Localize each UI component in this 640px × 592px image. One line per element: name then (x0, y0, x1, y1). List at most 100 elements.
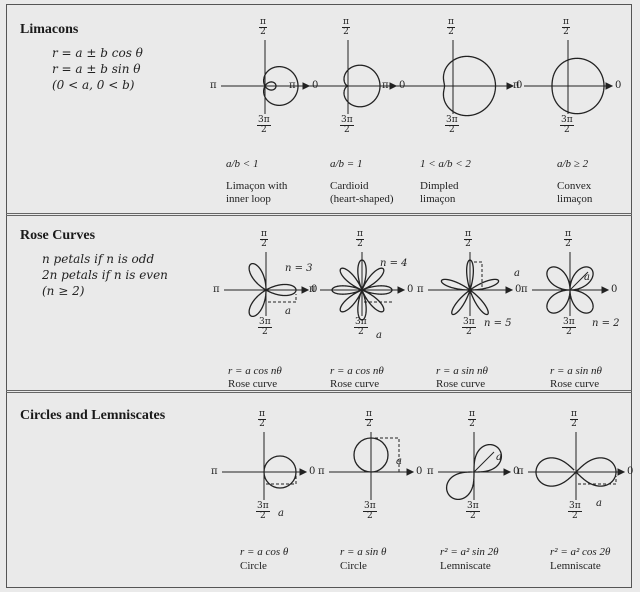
circle-cos-label-right: 0 (309, 466, 316, 477)
limacon-name-line2-4: limaçon (557, 193, 593, 205)
cardioid-curve-0 (343, 64, 381, 108)
limacon-equation-cos: r = a ± b cos θ (52, 46, 143, 60)
lemniscate-sin-marker-0 (473, 451, 495, 473)
rose-n3-arrow-icon (301, 286, 310, 294)
limacon-name-line1-1: Limaçon with (226, 180, 288, 192)
dimpled-limacon-label-right: 0 (516, 80, 523, 91)
circle-sin-label-right: 0 (416, 466, 423, 477)
rose-n5-svg (428, 252, 514, 316)
rose-curves-title: Rose Curves (20, 228, 96, 243)
dimpled-limacon-svg (393, 40, 515, 117)
circle-a-label-4: a (596, 498, 602, 509)
limacon-name-line2-2: (heart-shaped) (330, 193, 394, 205)
section-divider-1 (6, 213, 632, 216)
circle-equation-1: r = a cos θ (240, 546, 289, 558)
circle-equation-3: r² = a² sin 2θ (440, 546, 499, 558)
rose-n2-label-right: 0 (611, 284, 618, 295)
lemniscate-cos-curve-1 (535, 457, 577, 487)
limacon-name-line2-3: limaçon (420, 193, 456, 205)
rose-name-3: Rose curve (436, 378, 486, 390)
rose-a-label-2: a (376, 330, 382, 341)
outer-frame (6, 4, 632, 588)
rose-n-label-4: n = 2 (592, 318, 620, 329)
convex-limacon-svg (524, 40, 614, 115)
lemniscate-cos-arrow-icon (617, 468, 626, 476)
circle-sin-svg (329, 432, 415, 500)
rose-a-label-4: a (584, 272, 590, 283)
rose-n2-arrow-icon (601, 286, 610, 294)
limacon-condition-4: a/b ≥ 2 (557, 158, 589, 170)
circle-sin-marker-0 (375, 437, 400, 472)
rose-n2-label-left: π (521, 284, 528, 295)
rose-equation-3: r = a sin nθ (436, 365, 488, 377)
rose-n-label-2: n = 4 (380, 258, 408, 269)
rose-n3-marker-0 (265, 294, 297, 303)
dimpled-limacon-label-left: π (382, 80, 389, 91)
circle-equation-4: r² = a² cos 2θ (550, 546, 611, 558)
circle-name-4: Lemniscate (550, 560, 601, 572)
rose-n5-label-right: 0 (515, 284, 522, 295)
rose-name-1: Rose curve (228, 378, 278, 390)
circle-a-label-2: a (396, 456, 402, 467)
rose-n4-arrow-icon (397, 286, 406, 294)
lemniscate-sin-arrow-icon (503, 468, 512, 476)
rose-n4-label-left: π (309, 284, 316, 295)
rose-n4-label-right: 0 (407, 284, 414, 295)
limacon-condition-1: a/b < 1 (226, 158, 259, 170)
rose-n4-marker-0 (361, 294, 392, 303)
rose-name-2: Rose curve (330, 378, 380, 390)
limacon-name-line1-2: Cardioid (330, 180, 369, 192)
lemniscate-cos-svg (528, 432, 626, 500)
circle-sin-label-left: π (318, 466, 325, 477)
rose-equation-2: r = a cos nθ (330, 365, 384, 377)
rose-n4-curve-0 (331, 259, 393, 321)
rose-n4-svg (320, 252, 406, 321)
rose-n5-label-left: π (417, 284, 424, 295)
rose-a-label-3: a (514, 268, 520, 279)
circle-name-1: Circle (240, 560, 267, 572)
circle-cos-arrow-icon (299, 468, 308, 476)
circle-sin-curve-0 (353, 437, 389, 473)
circle-cos-label-left: π (211, 466, 218, 477)
section-divider-2 (6, 390, 632, 393)
lemniscate-sin-curve-1 (445, 471, 475, 501)
cardioid-label-left: π (289, 80, 296, 91)
lemniscate-cos-label-left: π (517, 466, 524, 477)
rose-equation-4: r = a sin nθ (550, 365, 602, 377)
rose-name-4: Rose curve (550, 378, 600, 390)
rose-n3-curve-0 (248, 262, 297, 318)
limacon-name-line1-3: Dimpled (420, 180, 459, 192)
lemniscate-sin-curve-0 (473, 443, 503, 473)
rose-rule-odd: n petals if n is odd (42, 252, 155, 266)
convex-limacon-label-left: π (513, 80, 520, 91)
rose-n3-svg (224, 252, 310, 318)
circles-lemniscates-title: Circles and Lemniscates (20, 408, 166, 423)
limacon-name-line1-4: Convex (557, 180, 592, 192)
limacon-inner-loop-curve-0 (262, 65, 299, 107)
dimpled-limacon-arrow-icon (506, 82, 515, 90)
rose-a-label-1: a (285, 306, 291, 317)
dimpled-limacon-curve-0 (442, 55, 497, 117)
circle-cos-svg (222, 432, 308, 500)
rose-n-label-3: n = 5 (484, 318, 512, 329)
